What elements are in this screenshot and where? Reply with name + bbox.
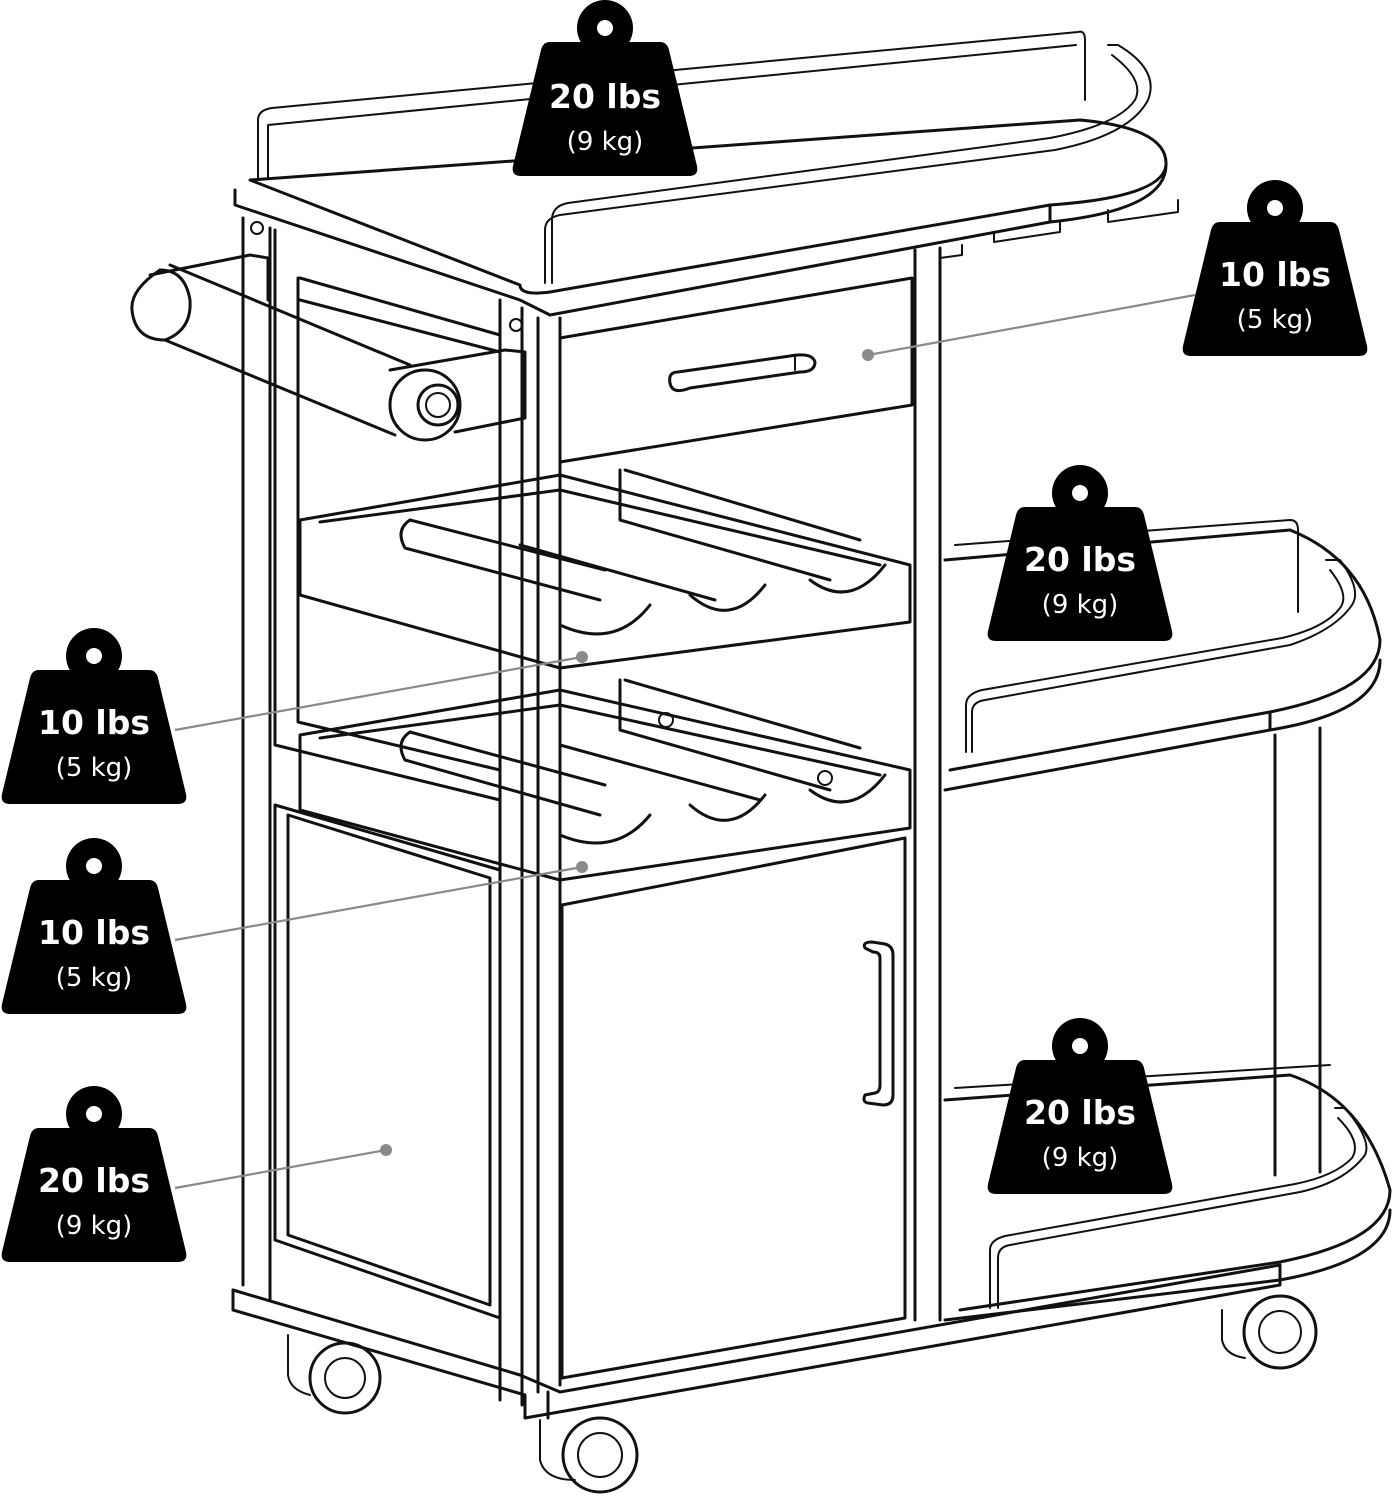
kettlebell-weight-icon — [1, 838, 187, 1014]
weight-lbs: 20 lbs — [1024, 1093, 1136, 1132]
kettlebell-weight-icon — [512, 0, 698, 176]
weight-kg: (5 kg) — [56, 753, 133, 783]
weight-badge-side-bottom-shelf: 20 lbs (9 kg) — [987, 1018, 1173, 1194]
upper-wine-rack-marker-dot — [576, 651, 588, 663]
weight-kg: (9 kg) — [56, 1211, 133, 1241]
kettlebell-weight-icon — [987, 465, 1173, 641]
side-bottom-shelf — [943, 1064, 1392, 1322]
weight-kg: (5 kg) — [1237, 305, 1314, 335]
drawer-marker-dot — [862, 349, 874, 361]
kettlebell-weight-icon — [1, 628, 187, 804]
side-middle-shelf — [943, 519, 1382, 1177]
weight-lbs: 10 lbs — [38, 913, 150, 952]
lower-wine-rack-marker-dot — [576, 861, 588, 873]
lower-wine-rack — [298, 678, 912, 882]
kettlebell-weight-icon — [1, 1086, 187, 1262]
cart-top-shelf — [233, 30, 1168, 317]
cart-frame — [241, 216, 942, 1407]
weight-badge-lower-wine-rack: 10 lbs (5 kg) — [1, 838, 187, 1014]
weight-kg: (9 kg) — [1042, 1143, 1119, 1173]
weight-kg: (5 kg) — [56, 963, 133, 993]
kitchen-cart-illustration — [130, 30, 1392, 1494]
cart-base — [231, 1263, 1282, 1420]
weight-lbs: 10 lbs — [38, 703, 150, 742]
weight-lbs: 10 lbs — [1219, 255, 1331, 294]
weight-lbs: 20 lbs — [1024, 540, 1136, 579]
kettlebell-weight-icon — [1182, 180, 1368, 356]
weight-badge-side-middle-shelf: 20 lbs (9 kg) — [987, 465, 1173, 641]
leader-lines — [174, 293, 1196, 1190]
cabinet-marker-dot — [380, 1144, 392, 1156]
kettlebell-weight-icon — [987, 1018, 1173, 1194]
weight-badge-upper-wine-rack: 10 lbs (5 kg) — [1, 628, 187, 804]
weight-kg: (9 kg) — [567, 127, 644, 157]
drawer — [558, 276, 914, 464]
weight-badge-drawer: 10 lbs (5 kg) — [1182, 180, 1368, 356]
weight-lbs: 20 lbs — [38, 1161, 150, 1200]
upper-wine-rack — [298, 468, 912, 670]
weight-badge-top-shelf: 20 lbs (9 kg) — [512, 0, 698, 176]
weight-badge-cabinet: 20 lbs (9 kg) — [1, 1086, 187, 1262]
weight-kg: (9 kg) — [1042, 590, 1119, 620]
caster-wheels — [287, 1294, 1318, 1494]
towel-bar — [130, 253, 527, 442]
cabinet — [273, 803, 907, 1380]
weight-lbs: 20 lbs — [549, 77, 661, 116]
